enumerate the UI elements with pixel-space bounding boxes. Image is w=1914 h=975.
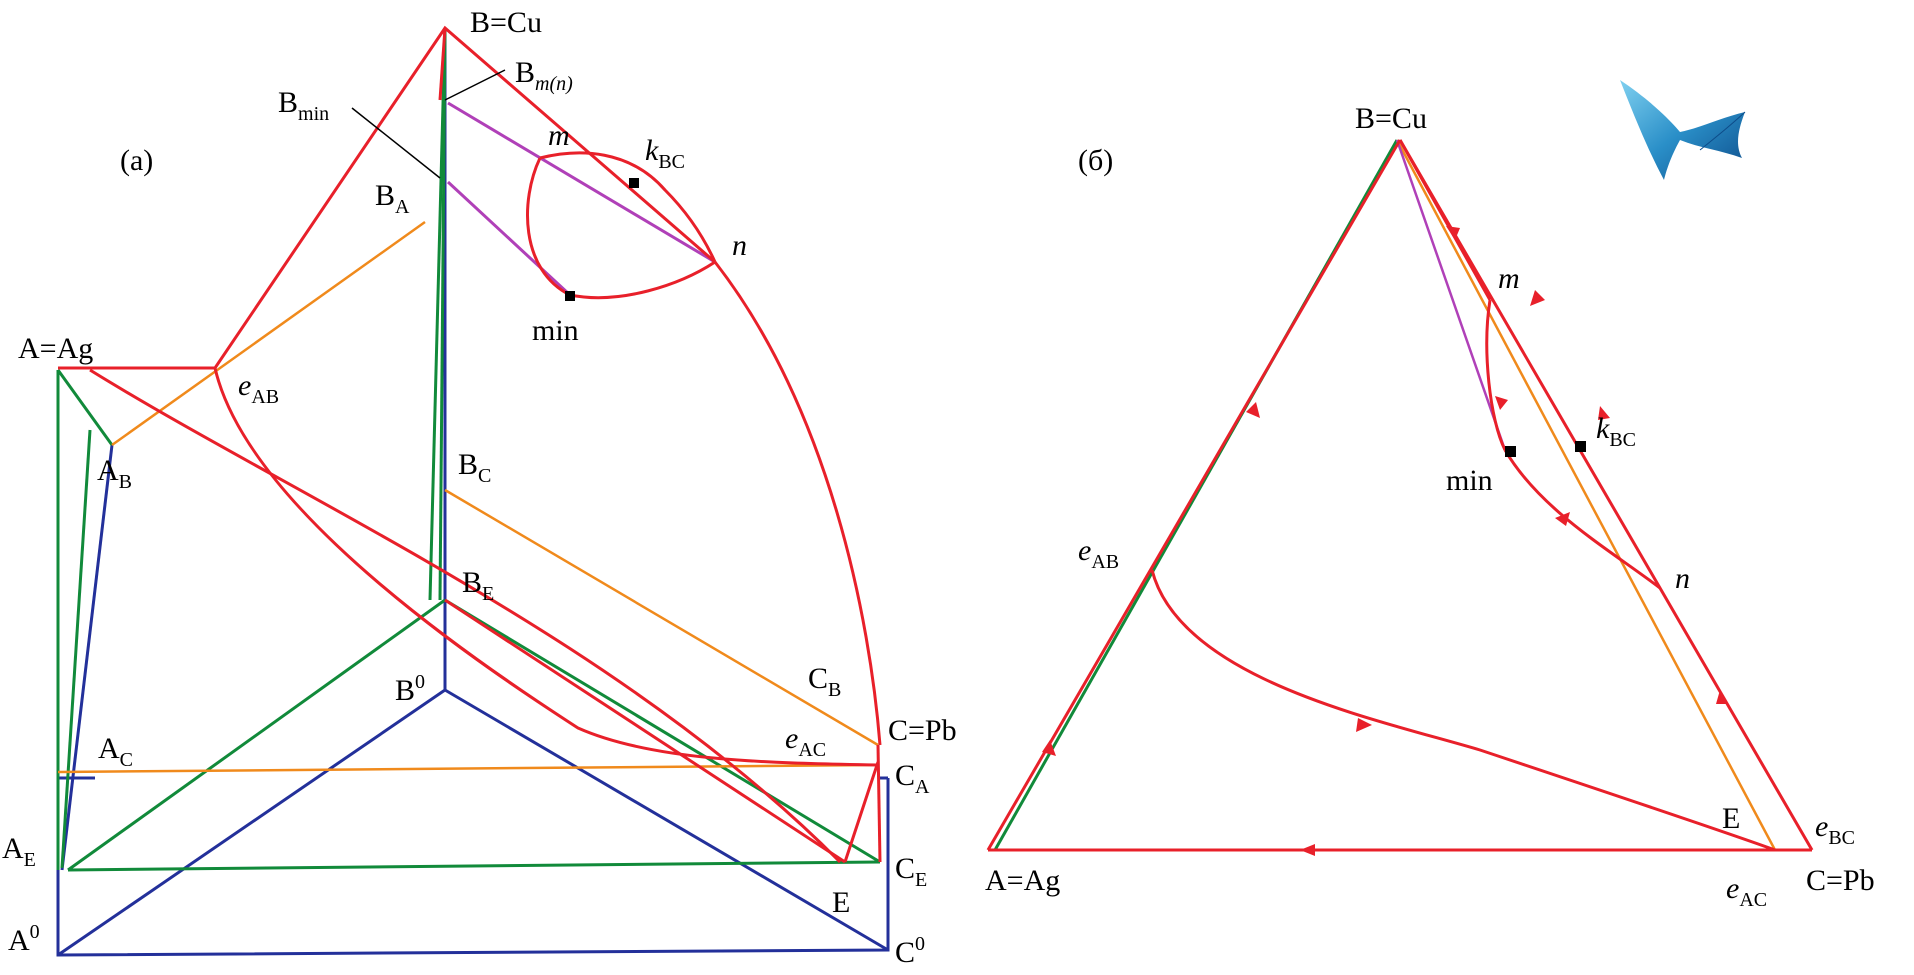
b-mn-label: Bm(n) (515, 56, 573, 95)
b0-label: B0 (395, 671, 425, 707)
b-k-bc-point (1575, 441, 1586, 452)
b-e-ab-label: eAB (1078, 534, 1119, 573)
c-b-label: CB (808, 662, 841, 701)
b-e-label: BE (462, 566, 494, 605)
vertex-b-label: B=Cu (470, 6, 542, 39)
direction-arrows (1042, 226, 1728, 856)
b-vertex-c-label: C=Pb (1806, 864, 1875, 897)
b-e-ac-label: eAC (1726, 872, 1767, 911)
e-point-label: E (832, 886, 850, 919)
m-label: m (548, 119, 570, 152)
min-label: min (532, 314, 579, 347)
c-a-label: CA (895, 759, 930, 798)
a-c-label: AC (98, 732, 133, 771)
b-e-point-label: E (1722, 802, 1740, 835)
a0-label: A0 (8, 921, 40, 957)
e-ab-label: eAB (238, 369, 279, 408)
tie-lines (446, 101, 716, 297)
saddle-surface-icon (1620, 80, 1746, 180)
b-m-label: m (1498, 262, 1520, 295)
b-a-label: BA (375, 179, 410, 218)
b-vertex-b-label: B=Cu (1355, 102, 1427, 135)
vertex-a-label: A=Ag (18, 332, 93, 365)
min-point (565, 291, 575, 301)
e-ac-label: eAC (785, 722, 826, 761)
a-e-label: AE (2, 832, 36, 871)
panel-b: (б) B=Cu A=Ag C=Pb m n min E kBC eAB eBC… (985, 80, 1875, 911)
panel-a: (a) B=Cu A=Ag C=Pb Bmin Bm(n) BA BC BE B… (2, 6, 957, 969)
b-min-point (1505, 446, 1516, 457)
liquidus-curves (58, 25, 882, 864)
k-bc-point (629, 178, 639, 188)
c-e-label: CE (895, 852, 927, 891)
isotherm-lines (57, 220, 879, 774)
panel-a-caption: (a) (120, 144, 153, 177)
projection-curves (986, 139, 1814, 852)
tie-line-b-e (1395, 139, 1777, 851)
b-e-bc-label: eBC (1815, 810, 1855, 849)
b-min-label: Bmin (278, 86, 329, 125)
b-vertex-a-label: A=Ag (985, 864, 1060, 897)
b-min-label: min (1446, 464, 1493, 497)
c0-label: C0 (895, 933, 925, 969)
base-prism-lines (56, 28, 890, 957)
eutectic-plane-lines (56, 27, 881, 872)
b-c-label: BC (458, 448, 491, 487)
panel-b-caption: (б) (1078, 144, 1113, 177)
k-bc-label: kBC (645, 134, 685, 173)
b-k-bc-label: kBC (1596, 412, 1636, 451)
vertex-c-label: C=Pb (888, 714, 957, 747)
b-n-label: n (1675, 562, 1690, 595)
n-label: n (732, 229, 747, 262)
a-b-label: AB (97, 454, 132, 493)
tie-line-b-min (1395, 139, 1507, 451)
